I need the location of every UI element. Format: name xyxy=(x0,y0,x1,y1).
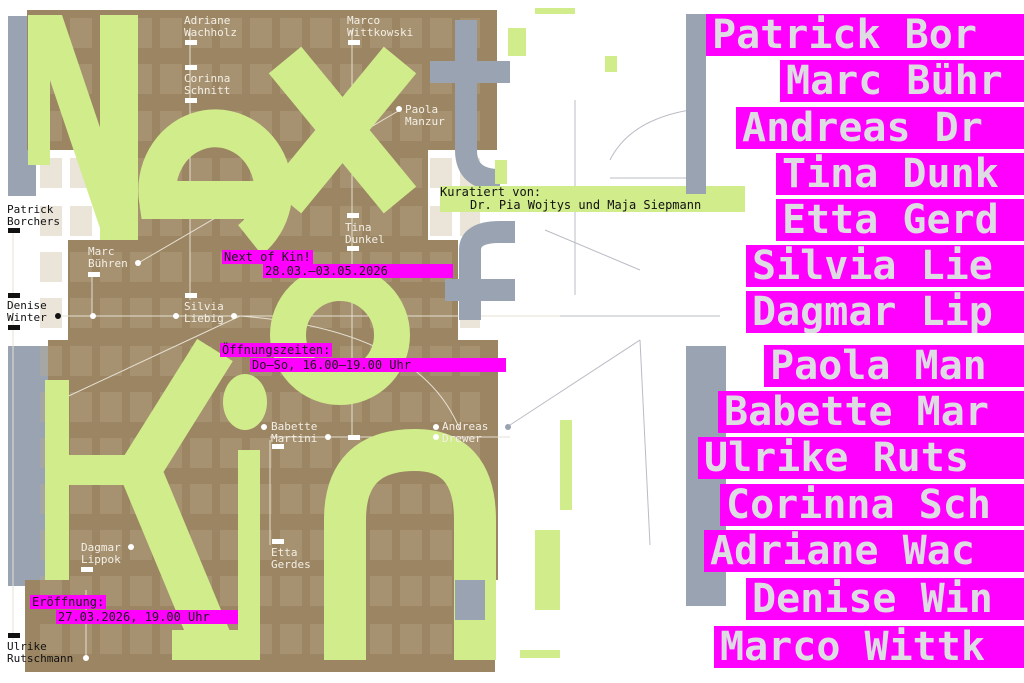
name-ulrike: Ulrike Ruts xyxy=(698,437,1024,479)
node-marker xyxy=(185,293,197,298)
node-marker xyxy=(348,40,360,45)
node-dot xyxy=(90,313,96,319)
label-denise-winter: Denise Winter xyxy=(7,299,47,324)
name-denise: Denise Win xyxy=(746,578,1024,620)
node-marker xyxy=(8,228,20,233)
curated-label: Kuratiert von: xyxy=(440,186,745,199)
gray-bar xyxy=(8,346,48,586)
deco-block xyxy=(455,580,485,620)
node-dot xyxy=(261,424,267,430)
label-andreas-drewer: Andreas Drewer xyxy=(442,420,489,445)
label-silvia-liebig: Silvia Liebig xyxy=(184,300,224,325)
node-marker xyxy=(8,293,20,298)
label-marc-buehren: Marc Bühren xyxy=(88,245,128,270)
node-marker xyxy=(185,98,197,103)
title-letter-i xyxy=(172,374,267,660)
node-dot xyxy=(433,424,439,430)
deco-block xyxy=(535,530,560,610)
name-silvia: Silvia Lie xyxy=(746,245,1024,287)
name-dagmar: Dagmar Lip xyxy=(746,291,1024,333)
node-dot xyxy=(83,655,89,661)
name-marc: Marc Bühr xyxy=(780,60,1024,102)
deco-block xyxy=(560,420,572,510)
label-marco-wittkowski: Marco Wittkowski xyxy=(347,14,414,39)
node-marker xyxy=(8,325,20,330)
node-dot xyxy=(505,424,511,430)
node-dot xyxy=(396,106,402,112)
title-letter-o xyxy=(270,265,410,405)
exhibition-dates: 28.03.–03.05.2026 xyxy=(263,264,453,278)
title-letter-n-small xyxy=(324,428,496,660)
title-letter-n-big xyxy=(28,15,138,240)
deco-block xyxy=(535,8,575,14)
curators: Dr. Pia Wojtys und Maja Siepmann xyxy=(440,199,745,212)
node-marker xyxy=(347,246,359,251)
deco-block xyxy=(520,650,560,658)
label-paola-manzur: Paola Manzur xyxy=(405,103,445,128)
node-dot xyxy=(433,434,439,440)
name-patrick: Patrick Bor xyxy=(706,14,1024,56)
node-dot xyxy=(231,313,237,319)
curator-block: Kuratiert von: Dr. Pia Wojtys und Maja S… xyxy=(440,186,745,212)
title-letter-t xyxy=(430,20,510,191)
node-marker xyxy=(8,633,20,638)
label-babette-martini: Babette Martini xyxy=(271,420,318,445)
name-marco: Marco Wittk xyxy=(714,626,1024,668)
name-adriane: Adriane Wac xyxy=(704,530,1024,572)
label-dagmar-lippok: Dagmar Lippok xyxy=(81,541,121,566)
node-marker xyxy=(347,213,359,218)
label-corinna-schnitt: Corinna Schnitt xyxy=(184,72,231,97)
name-andreas: Andreas Dr xyxy=(736,107,1024,149)
opening-date: 27.03.2026, 19.00 Uhr xyxy=(56,610,238,624)
title-letter-f xyxy=(445,221,515,320)
node-dot xyxy=(135,260,141,266)
node-marker xyxy=(185,40,197,45)
name-tina: Tina Dunk xyxy=(776,153,1024,195)
node-dot xyxy=(55,313,61,319)
name-etta: Etta Gerd xyxy=(776,199,1024,241)
node-dot xyxy=(173,313,179,319)
name-babette: Babette Mar xyxy=(718,391,1024,433)
node-marker xyxy=(81,567,93,572)
hours-label: Öffnungszeiten: xyxy=(220,343,333,357)
node-marker xyxy=(272,539,284,544)
deco-block xyxy=(495,160,507,184)
deco-block xyxy=(686,14,706,194)
opening-label: Eröffnung: xyxy=(30,595,107,609)
title-letter-e xyxy=(138,109,293,255)
label-patrick-borchers: Patrick Borchers xyxy=(7,203,60,228)
opening-hours: Do–So, 16.00–19.00 Uhr xyxy=(250,358,506,372)
label-etta-gerdes: Etta Gerdes xyxy=(271,546,311,571)
title-letter-k xyxy=(45,338,235,659)
node-dot xyxy=(325,434,331,440)
node-marker xyxy=(88,272,100,277)
label-tina-dunkel: Tina Dunkel xyxy=(345,221,385,246)
title-letter-x xyxy=(268,46,417,214)
deco-block xyxy=(508,28,526,56)
exhibition-title: Next of Kin! xyxy=(222,250,313,264)
label-adriane-wachholz: Adriane Wachholz xyxy=(184,14,237,39)
deco-block xyxy=(605,56,617,72)
label-ulrike-rutschmann: Ulrike Rutschmann xyxy=(7,640,74,665)
node-marker xyxy=(185,65,197,70)
name-paola: Paola Man xyxy=(764,345,1024,387)
node-marker xyxy=(272,444,284,449)
name-corinna: Corinna Sch xyxy=(720,484,1024,526)
node-dot xyxy=(128,544,134,550)
node-marker xyxy=(348,435,360,440)
